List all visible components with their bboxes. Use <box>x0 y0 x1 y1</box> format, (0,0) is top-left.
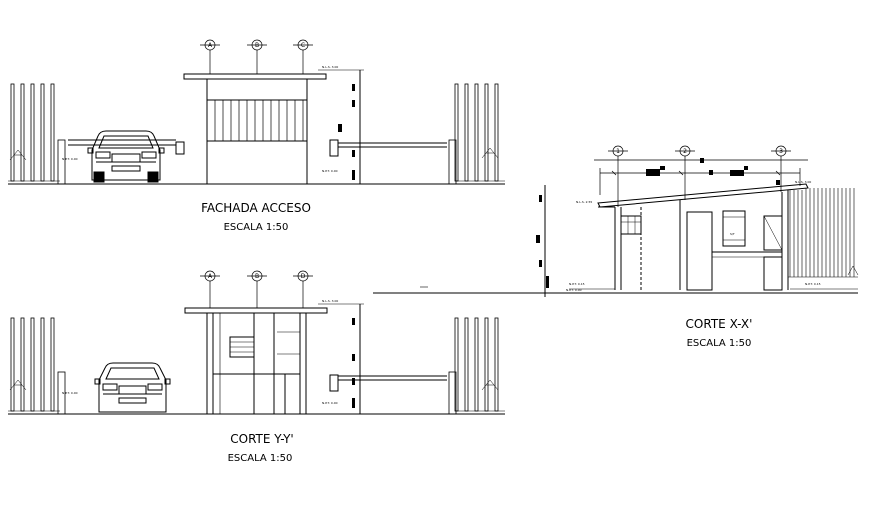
svg-text:N.L.S. 3.00: N.L.S. 3.00 <box>322 299 338 303</box>
svg-text:N.L.S. 3.00: N.L.S. 3.00 <box>795 180 811 184</box>
svg-text:N.P.T. 0.15: N.P.T. 0.15 <box>805 282 821 286</box>
corte-xx-title: CORTE X-X' <box>686 317 753 331</box>
svg-text:N.P.T. 0.00: N.P.T. 0.00 <box>566 288 582 292</box>
guardhouse <box>183 73 327 185</box>
right-fence-section <box>448 317 499 415</box>
svg-text:S/T: S/T <box>730 232 735 236</box>
corte-xx-axis-label-3: 3 <box>779 148 783 155</box>
left-fence-section <box>9 317 66 415</box>
car-front-icon <box>87 130 165 183</box>
corte-xx-axis-label-2: 2 <box>683 148 687 155</box>
axis-grid <box>200 39 313 74</box>
fachada-axis-label-1: A <box>208 42 213 49</box>
axis-grid-xx <box>594 145 808 207</box>
svg-text:N.P.T. 0.00: N.P.T. 0.00 <box>62 391 78 395</box>
corte-yy-axis-label-2: B <box>255 273 259 280</box>
car-front-icon-section <box>94 362 171 413</box>
guardhouse-section <box>184 307 328 415</box>
left-fence <box>9 83 66 185</box>
fachada-scale: ESCALA 1:50 <box>224 222 289 233</box>
fence-xx <box>788 188 859 278</box>
svg-text:N.L.S. 3.00: N.L.S. 3.00 <box>322 65 338 69</box>
axis-grid-section <box>200 270 313 308</box>
corte-xx-section: N.L.S. 2.55 N.P.T. 0.15 N.P.T. 0.00 N.P.… <box>373 145 859 297</box>
svg-text:N.P.T. 0.00: N.P.T. 0.00 <box>322 401 338 405</box>
corte-yy-axis-label-3: D <box>301 273 306 280</box>
svg-text:N.P.T. 0.15: N.P.T. 0.15 <box>569 282 585 286</box>
corte-yy-axis-label-1: A <box>208 273 213 280</box>
fachada-title: FACHADA ACCESO <box>201 201 311 215</box>
fachada-axis-label-3: C <box>301 42 305 49</box>
fachada-acceso-elevation: N.P.T. 0.00 N.L.S. 3.00 N.P.T. 0.00 <box>8 39 505 185</box>
svg-text:N.P.T. 0.00: N.P.T. 0.00 <box>62 157 78 161</box>
fachada-axis-label-2: B <box>255 42 259 49</box>
corte-yy-title: CORTE Y-Y' <box>230 432 293 446</box>
corte-xx-axis-label-1: 1 <box>616 148 620 155</box>
corte-xx-scale: ESCALA 1:50 <box>687 338 752 349</box>
corte-yy-scale: ESCALA 1:50 <box>228 453 293 464</box>
svg-text:N.L.S. 2.55: N.L.S. 2.55 <box>576 200 592 204</box>
right-fence <box>448 83 499 185</box>
corte-yy-section: N.P.T. 0.00 N.L.S. 3.00 N.P.T. 0.00 <box>8 270 505 415</box>
svg-text:N.P.T. 0.00: N.P.T. 0.00 <box>322 169 338 173</box>
